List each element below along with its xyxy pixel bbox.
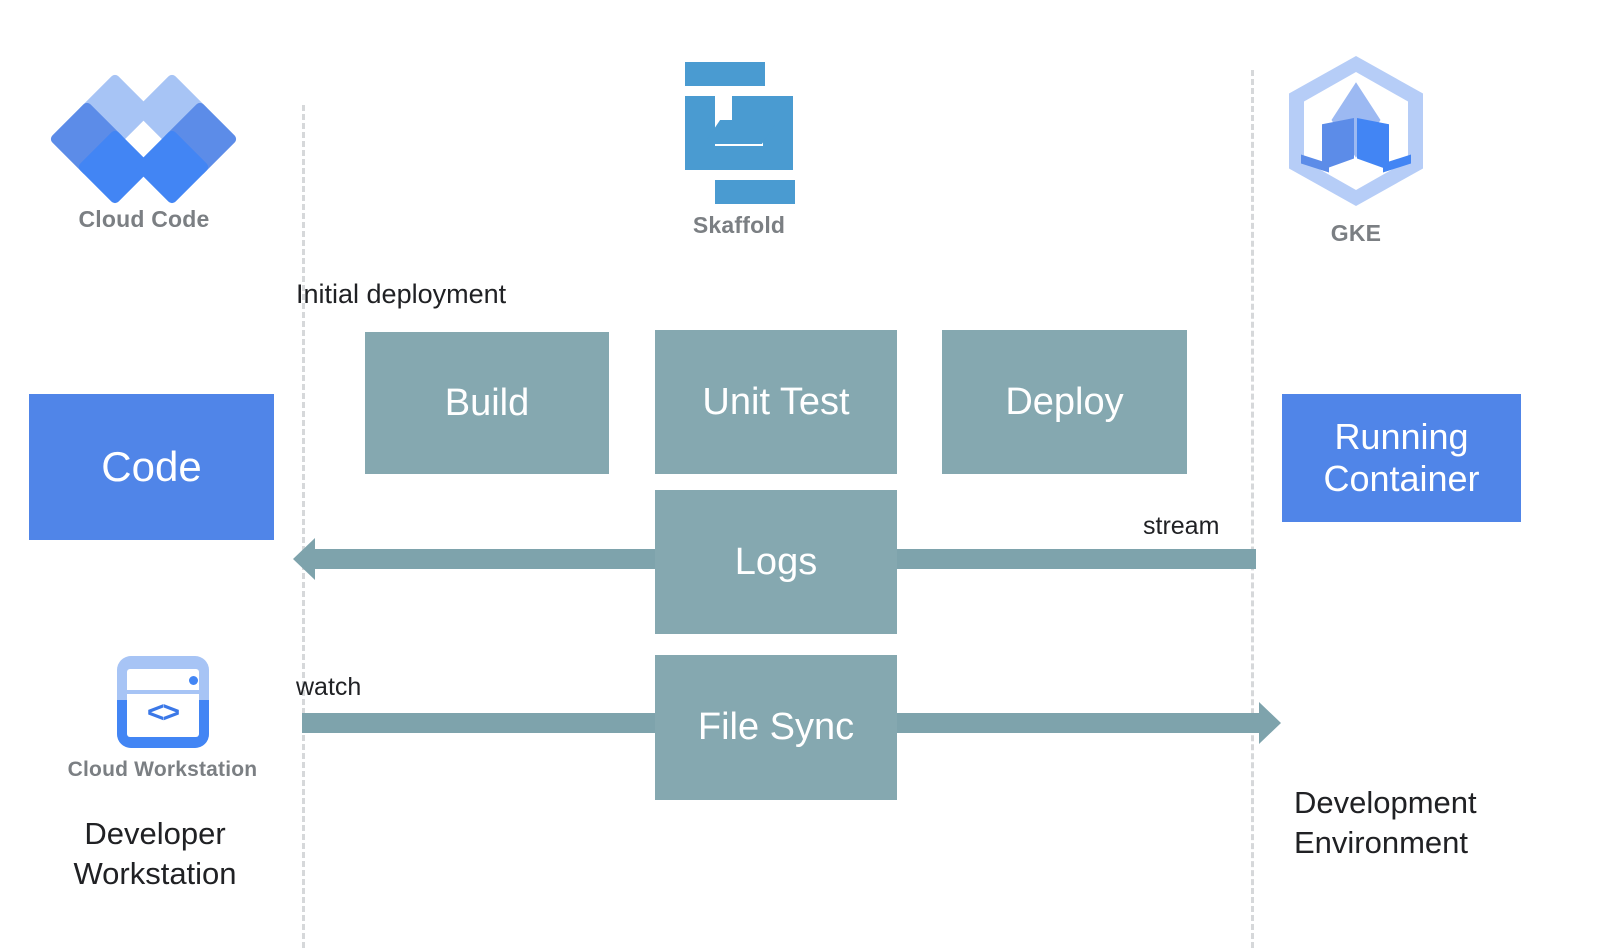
stage-box-logs[interactable]: Logs	[655, 490, 897, 634]
cloud-workstation-window-icon: <>	[116, 656, 209, 748]
workstation-window-screen-icon	[126, 669, 199, 737]
stage-box-build[interactable]: Build	[365, 332, 609, 474]
stream-label: stream	[1143, 512, 1220, 540]
stage-box-file-sync[interactable]: File Sync	[655, 655, 897, 800]
gke-hexagon-cube-icon	[1289, 56, 1423, 206]
file-sync-flow-arrowhead-right	[1259, 702, 1281, 744]
developer-workstation-zone-label: Developer Workstation	[73, 816, 237, 891]
gke-logo-group: GKE	[1256, 56, 1456, 247]
cloud-code-caption: Cloud Code	[78, 206, 210, 232]
logs-flow-arrowhead-left	[293, 538, 315, 580]
skaffold-bar-bottom-icon	[715, 180, 795, 204]
development-environment-zone-label: Development Environment	[1294, 785, 1477, 860]
watch-label: watch	[296, 673, 362, 701]
initial-deployment-label: Initial deployment	[296, 279, 507, 309]
cloud-workstation-logo-group: <> Cloud Workstation	[60, 656, 265, 782]
cloud-code-logo-group: Cloud Code	[44, 64, 244, 233]
code-box[interactable]: Code	[29, 394, 274, 540]
zone-boundary-left-dashed-line	[302, 105, 305, 948]
cloud-workstation-caption: Cloud Workstation	[67, 758, 258, 781]
stage-box-deploy[interactable]: Deploy	[942, 330, 1187, 474]
skaffold-logo-group: Skaffold	[639, 62, 839, 239]
skaffold-bar-mid-icon	[685, 146, 764, 170]
cloud-code-diamonds-icon	[48, 64, 239, 206]
skaffold-s-icon	[682, 62, 796, 204]
workstation-titlebar-divider-icon	[126, 690, 199, 694]
skaffold-caption: Skaffold	[692, 212, 786, 238]
workstation-titlebar-dot-icon	[188, 676, 198, 685]
zone-boundary-right-dashed-line	[1251, 70, 1254, 948]
gke-caption: GKE	[1330, 220, 1382, 246]
workstation-code-brackets-icon: <>	[146, 696, 180, 729]
running-container-box[interactable]: Running Container	[1282, 394, 1521, 522]
skaffold-bar-top-icon	[685, 62, 765, 86]
stage-box-unit-test[interactable]: Unit Test	[655, 330, 897, 474]
